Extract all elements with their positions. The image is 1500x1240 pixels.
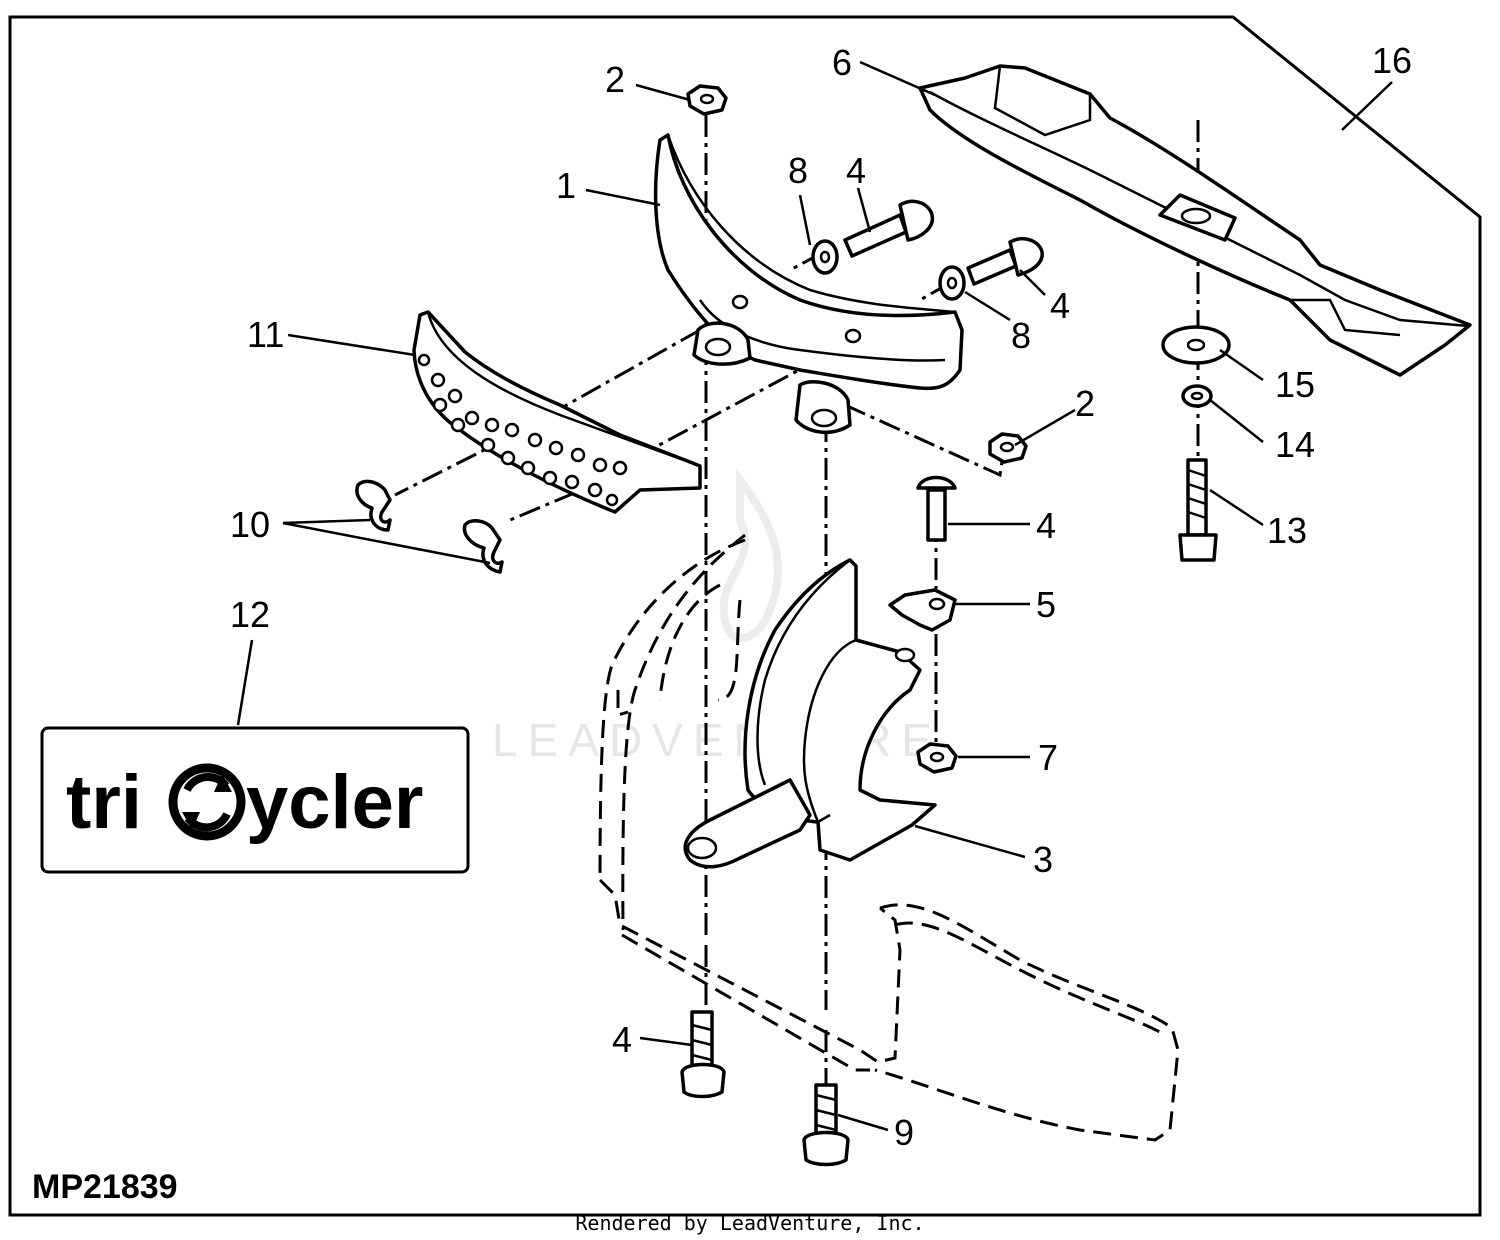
leader-lines <box>236 60 1393 1132</box>
callout-7: 7 <box>1038 737 1058 778</box>
bolt-4-upper <box>843 213 908 258</box>
callout-9: 9 <box>894 1112 914 1153</box>
callout-13: 13 <box>1267 510 1307 551</box>
callout-8-upper: 8 <box>788 150 808 191</box>
callout-2-upper: 2 <box>605 59 625 100</box>
callout-15: 15 <box>1275 364 1315 405</box>
callout-5: 5 <box>1036 584 1056 625</box>
part-11-perforated-plate <box>412 310 702 514</box>
hardware <box>680 84 1231 1167</box>
callout-14: 14 <box>1275 424 1315 465</box>
callout-numbers: 1 2 2 3 4 4 4 4 5 6 7 8 8 9 10 11 12 13 … <box>230 40 1412 1153</box>
part-6-mower-blade <box>918 64 1472 377</box>
callout-10: 10 <box>230 504 270 545</box>
callout-2-right: 2 <box>1075 383 1095 424</box>
callout-4-upper: 4 <box>846 150 866 191</box>
part-10-wing-clips <box>355 479 504 574</box>
callout-11: 11 <box>247 314 284 355</box>
callout-3: 3 <box>1033 839 1053 880</box>
callout-4-right: 4 <box>1036 505 1056 546</box>
deck-outline-hidden <box>598 533 1180 1142</box>
figure-id: MP21839 <box>32 1168 178 1206</box>
bolt-4-middle <box>966 248 1018 286</box>
part-1-upper-baffle <box>653 133 964 434</box>
callout-1: 1 <box>556 165 576 206</box>
callout-8-lower: 8 <box>1011 315 1031 356</box>
callout-4-middle: 4 <box>1050 285 1070 326</box>
callout-12: 12 <box>230 594 270 635</box>
render-credit: Rendered by LeadVenture, Inc. <box>575 1211 924 1235</box>
callout-16: 16 <box>1372 40 1412 81</box>
plate-perforations <box>417 353 628 507</box>
bolt-4-carriage <box>916 475 957 490</box>
tricycler-logo-box: tri ycler <box>40 726 470 874</box>
logo-text-prefix: tri <box>66 760 142 845</box>
callout-6: 6 <box>832 42 852 83</box>
watermark-flame-icon <box>719 467 782 643</box>
recycle-arrow-icon <box>168 763 246 841</box>
diagram-border <box>8 15 1482 1217</box>
logo-text-suffix: ycler <box>246 760 424 845</box>
callout-4-lower: 4 <box>612 1019 632 1060</box>
part-3-lower-baffle <box>683 558 937 869</box>
clip-5 <box>888 588 957 632</box>
